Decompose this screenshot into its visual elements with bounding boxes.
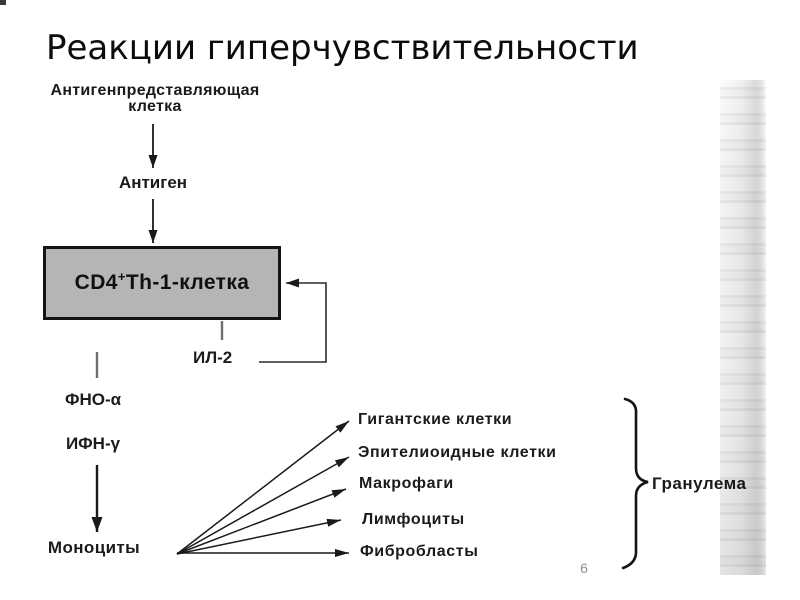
- node-monocytes: Моноциты: [47, 538, 141, 557]
- node-ifn-gamma: ИФН-γ: [65, 434, 121, 453]
- node-macrophages: Макрофаги: [359, 475, 454, 492]
- node-il2: ИЛ-2: [193, 348, 233, 367]
- cd4-label-prefix: CD4: [74, 271, 118, 294]
- arrow-monocytes-to-macrophages-icon: [176, 488, 347, 555]
- arrow-monocytes-to-giant-cells-icon: [176, 420, 350, 555]
- arrow-il2-feedback-loop-icon: [259, 278, 327, 363]
- node-granuloma: Гранулема: [652, 474, 747, 493]
- granuloma-brace-icon: [621, 397, 649, 570]
- apc-label-line2: клетка: [128, 98, 182, 115]
- node-lymphocytes: Лимфоциты: [362, 511, 465, 528]
- cd4-label-suffix: Th-1-клетка: [125, 271, 250, 294]
- page-title: Реакции гиперчувствительности: [46, 28, 639, 68]
- node-cd4-th1-cell-box: CD4+Th-1-клетка: [43, 246, 281, 320]
- apc-label-line1: Антигенпредставляющая: [50, 82, 260, 99]
- node-antigen-presenting-cell: Антигенпредставляющая клетка: [33, 83, 277, 115]
- node-epithelioid-cells: Эпителиоидные клетки: [358, 444, 557, 461]
- scan-corner-artifact: [0, 0, 6, 5]
- node-fibroblasts: Фибробласты: [360, 543, 479, 560]
- arrow-monocytes-to-epithelioid-cells-icon: [176, 456, 350, 555]
- arrow-monocytes-to-lymphocytes-icon: [176, 518, 342, 555]
- page-number: 6: [580, 560, 588, 576]
- node-tnf-alpha: ФНО-α: [64, 390, 122, 409]
- node-antigen: Антиген: [118, 173, 188, 192]
- scanned-page-edge-texture: [720, 80, 766, 575]
- node-giant-cells: Гигантские клетки: [358, 411, 513, 428]
